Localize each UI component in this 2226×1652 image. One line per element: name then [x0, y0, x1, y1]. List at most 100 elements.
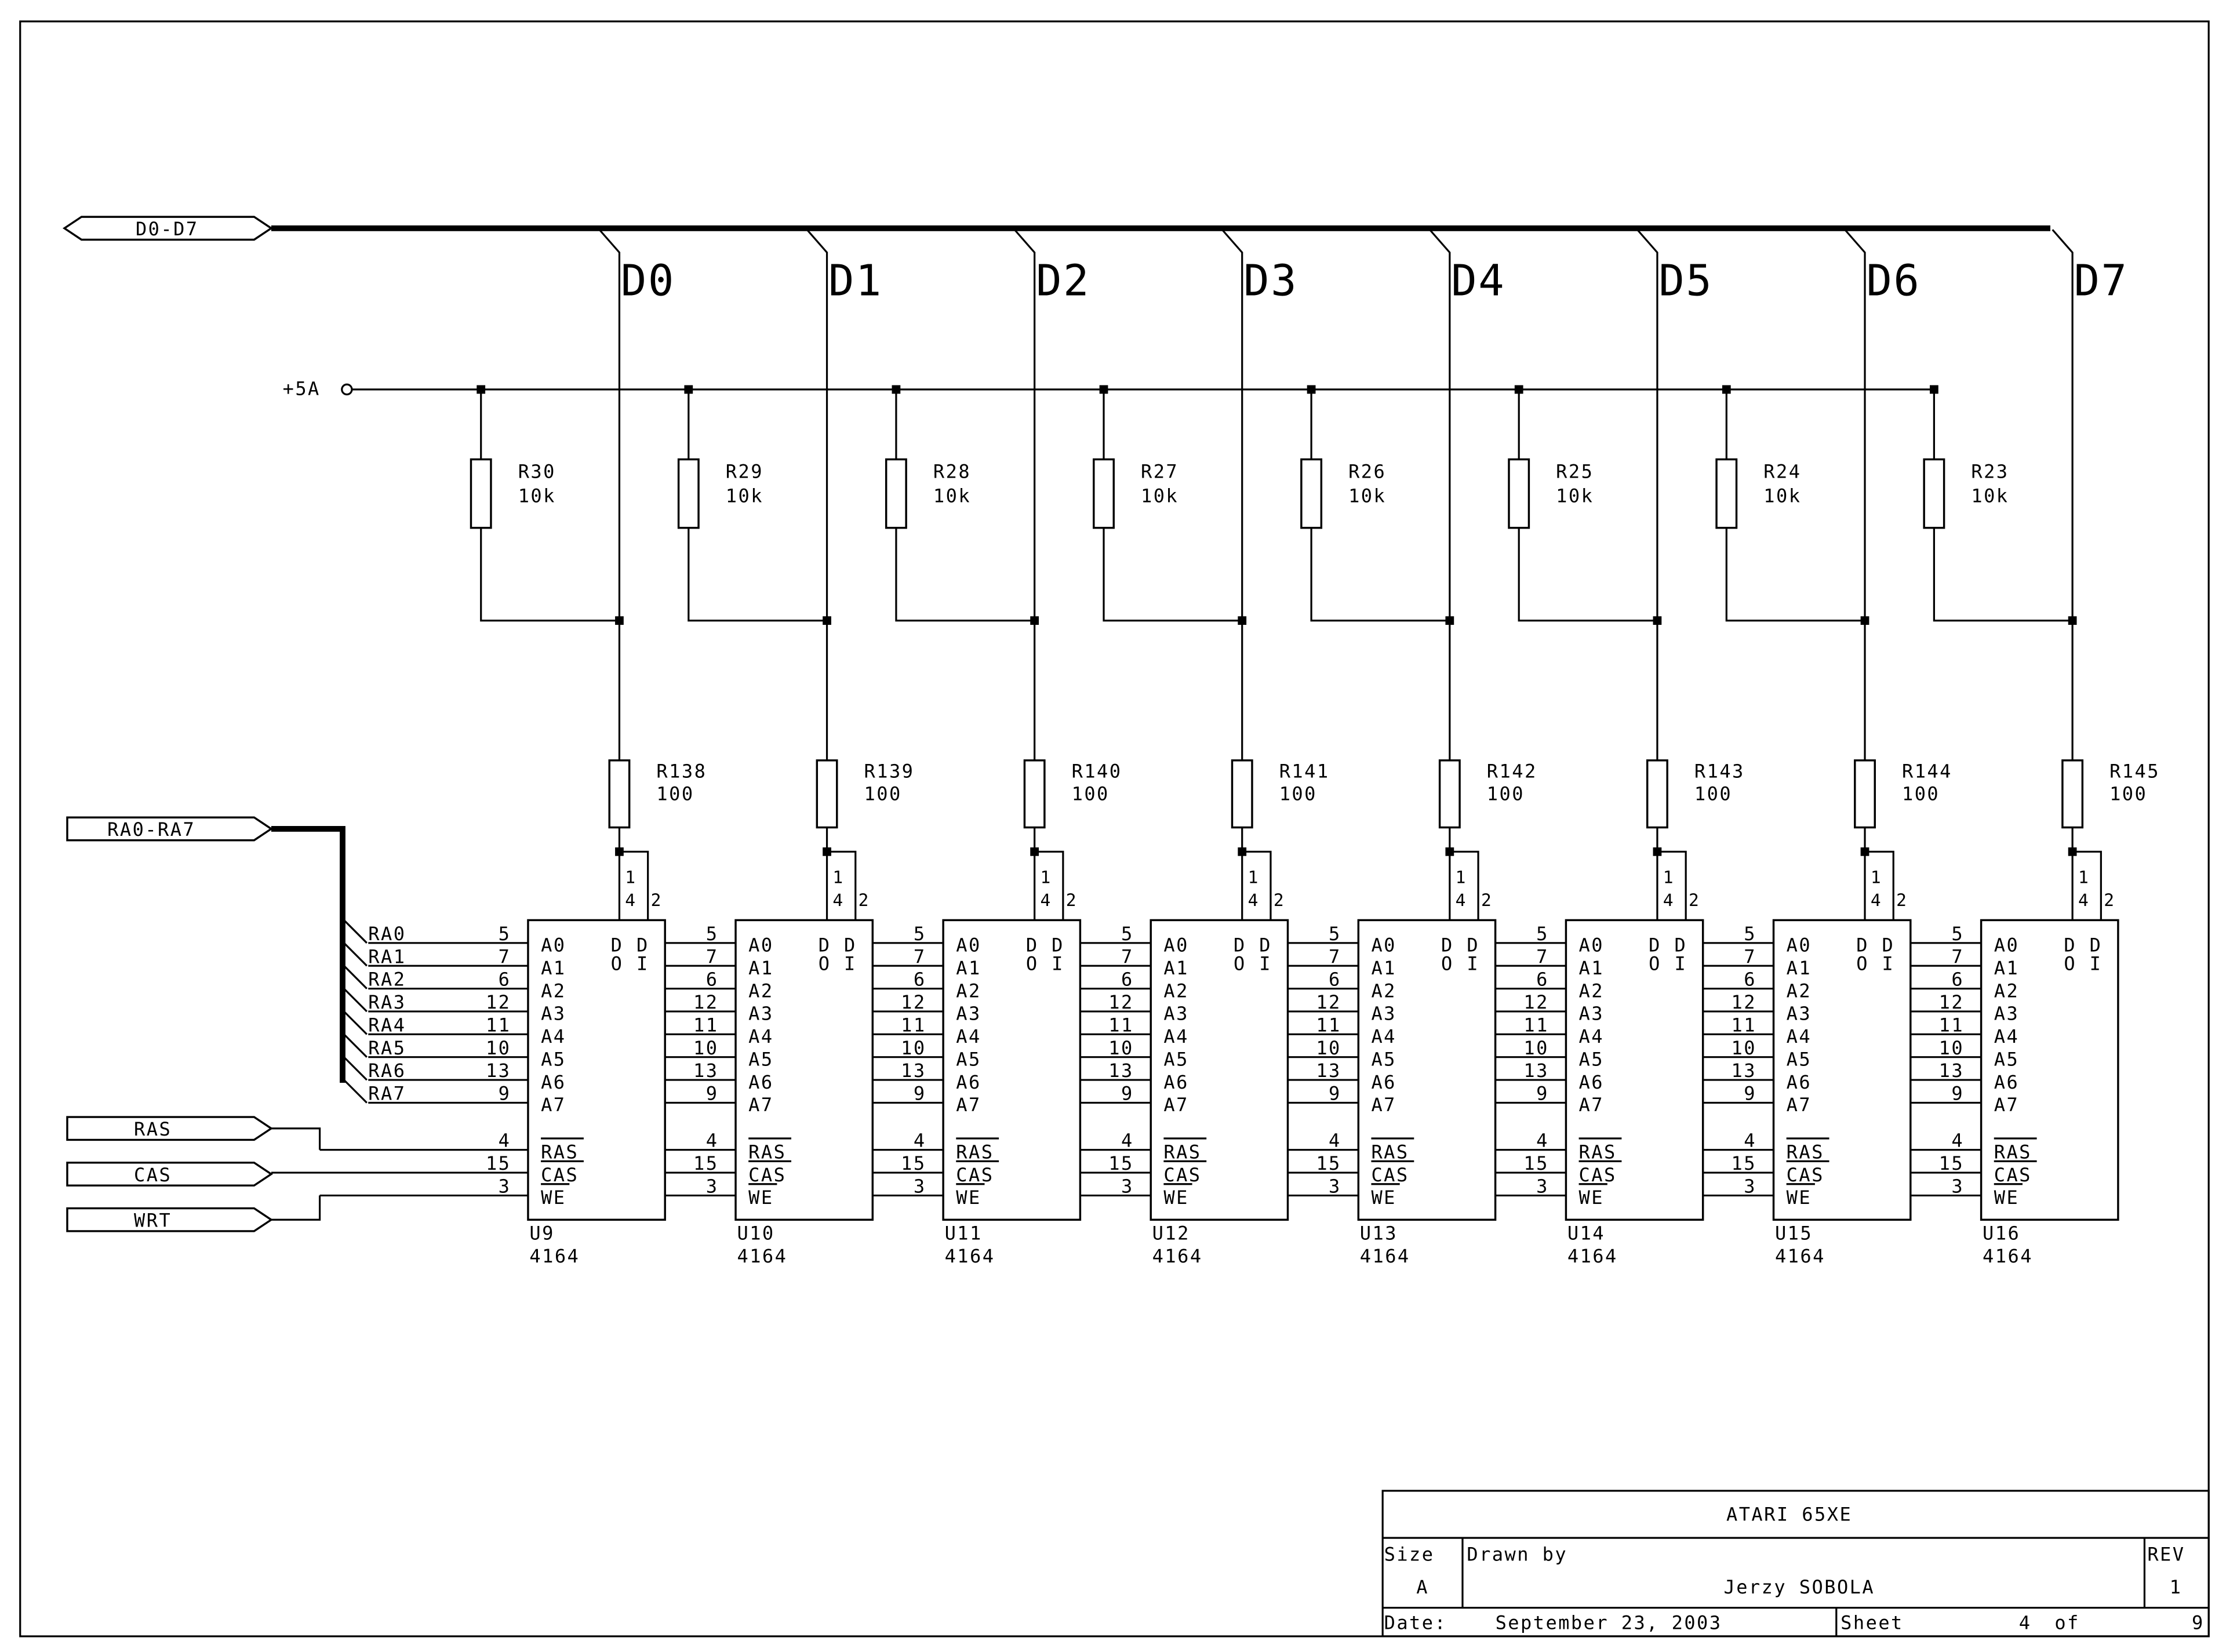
data-line — [1013, 229, 1036, 760]
pin-number: 11 — [1732, 1014, 1756, 1036]
din-label: D — [1259, 934, 1272, 956]
address-net-label: RA6 — [368, 1060, 406, 1082]
pin-number: 3 — [706, 1176, 719, 1198]
pin-number: 3 — [1951, 1176, 1964, 1198]
chip-part: 4164 — [945, 1245, 995, 1267]
pin-name: A1 — [1371, 957, 1396, 979]
port-label: D0-D7 — [136, 218, 199, 240]
chip-body — [1980, 919, 2119, 1221]
pin-name: A4 — [1787, 1025, 1812, 1047]
pin-number: 10 — [1108, 1037, 1133, 1059]
wire — [1518, 527, 1657, 622]
address-bus — [271, 826, 345, 1083]
pin-name: A2 — [1579, 980, 1604, 1002]
pin-number: 5 — [914, 923, 926, 945]
pin-number: 3 — [1329, 1176, 1341, 1198]
wire — [827, 850, 857, 920]
pin-number: 6 — [1744, 969, 1756, 991]
resistor-ref: R26 — [1348, 460, 1386, 482]
pin-number: 15 — [486, 1152, 511, 1174]
pin-name: A7 — [1163, 1094, 1188, 1116]
wire — [1449, 850, 1479, 920]
port-wrt[interactable]: WRT — [66, 1207, 274, 1232]
pin-name: A3 — [1787, 1003, 1812, 1025]
din-label: D — [1882, 934, 1895, 956]
pin-name: A0 — [541, 934, 566, 956]
pin-number-dout-2: 4 — [1040, 890, 1050, 910]
pin-number: 11 — [901, 1014, 926, 1036]
date-label: Date: — [1384, 1612, 1447, 1634]
din-label: D — [1674, 934, 1687, 956]
pin-number: 9 — [1536, 1083, 1549, 1105]
pin-number-din: 2 — [1274, 890, 1284, 910]
resistor-value: 100 — [1902, 783, 1940, 805]
port-data-bus[interactable]: D0-D7 — [62, 216, 274, 241]
pin-name: A6 — [1994, 1071, 2019, 1093]
resistor-ref: R144 — [1902, 760, 1952, 782]
pin-name: A3 — [956, 1003, 981, 1025]
resistor-icon — [1300, 458, 1323, 529]
resistor-icon — [1646, 759, 1668, 829]
chip-part: 4164 — [1360, 1245, 1410, 1267]
wire — [1933, 527, 2073, 622]
pin-number: 6 — [1121, 969, 1134, 991]
pin-number-dout-2: 4 — [2078, 890, 2089, 910]
chip-body — [1565, 919, 1704, 1221]
chip-body — [1357, 919, 1497, 1221]
port-address-bus[interactable]: RA0-RA7 — [66, 816, 274, 842]
pin-number: 3 — [499, 1176, 511, 1198]
pin-name: CAS — [1579, 1164, 1617, 1186]
pin-name: RAS — [541, 1141, 579, 1163]
port-label: RAS — [134, 1118, 172, 1140]
pin-name: A2 — [956, 980, 981, 1002]
resistor-ref: R138 — [656, 760, 707, 782]
pin-name: WE — [748, 1187, 773, 1209]
pin-name: A2 — [1787, 980, 1812, 1002]
wire — [1034, 850, 1064, 920]
data-line — [806, 229, 828, 760]
data-line — [1221, 229, 1243, 760]
title-text: ATARI 65XE — [1726, 1504, 1852, 1526]
pin-name: RAS — [748, 1141, 786, 1163]
dout-label: D — [1649, 934, 1661, 956]
port-cas[interactable]: CAS — [66, 1162, 274, 1187]
pin-number: 10 — [1732, 1037, 1756, 1059]
pin-number: 13 — [1523, 1060, 1548, 1082]
wire — [688, 527, 827, 622]
pin-number: 7 — [1744, 945, 1756, 967]
pin-number: 10 — [1939, 1037, 1964, 1059]
pin-number: 11 — [1523, 1014, 1548, 1036]
pin-number: 13 — [486, 1060, 511, 1082]
chip-part: 4164 — [529, 1245, 580, 1267]
sheet-total: 9 — [2192, 1612, 2205, 1634]
chip-body — [527, 919, 666, 1221]
port-ras[interactable]: RAS — [66, 1116, 274, 1141]
pin-name: RAS — [1371, 1141, 1409, 1163]
pin-number: 9 — [1744, 1083, 1756, 1105]
pin-name: RAS — [1787, 1141, 1824, 1163]
pin-number: 7 — [499, 945, 511, 967]
pin-number-dout-2: 4 — [1663, 890, 1674, 910]
chip-ref: U10 — [737, 1222, 774, 1245]
port-shape — [66, 1207, 274, 1232]
pin-number: 10 — [901, 1037, 926, 1059]
pin-name: A4 — [1371, 1025, 1396, 1047]
pin-name: A4 — [956, 1025, 981, 1047]
pin-number-dout-2: 4 — [1248, 890, 1259, 910]
pin-name: CAS — [1787, 1164, 1824, 1186]
pin-number: 6 — [1329, 969, 1341, 991]
pin-number: 12 — [1108, 991, 1133, 1013]
pin-number: 9 — [1121, 1083, 1134, 1105]
pin-name: A5 — [1994, 1048, 2019, 1070]
wire — [1242, 850, 1272, 920]
